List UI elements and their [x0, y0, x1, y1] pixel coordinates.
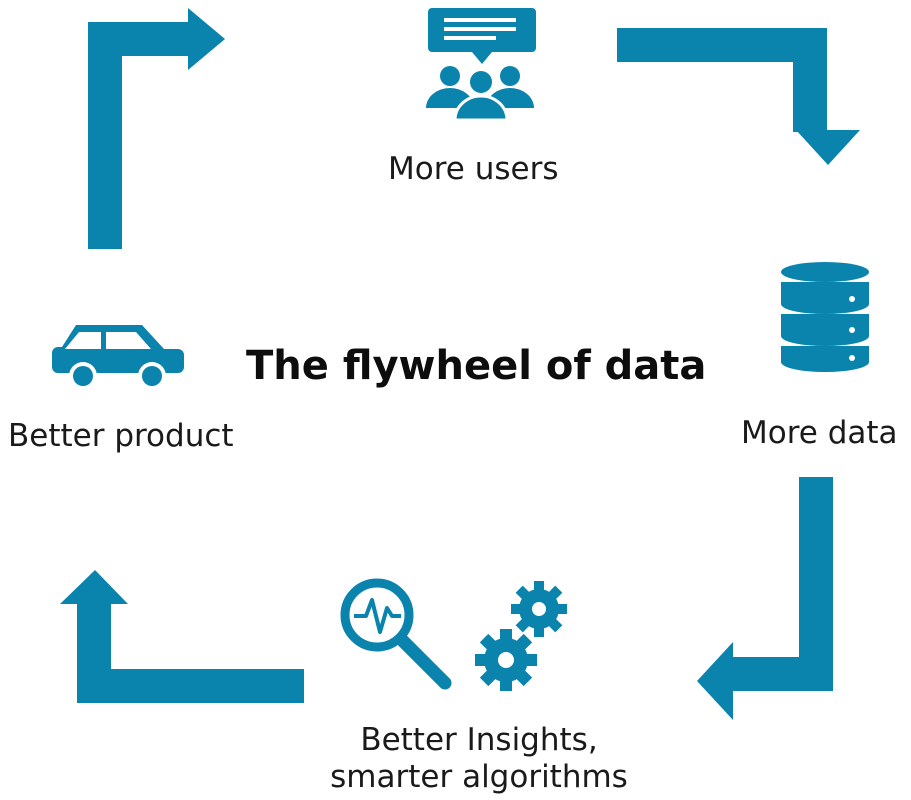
analytics-gears-icon: [340, 578, 567, 691]
arrow-data-to-insights: [697, 477, 833, 720]
node-label-better-product: Better product: [8, 418, 234, 454]
diagram-title: The flywheel of data: [246, 343, 707, 389]
insights-label-line2: smarter algorithms: [330, 759, 628, 796]
audience-chat-icon: [426, 8, 536, 122]
arrow-product-to-users: [88, 8, 225, 249]
arrow-users-to-data: [617, 28, 860, 165]
car-icon: [52, 325, 184, 390]
arrow-insights-to-product: [60, 570, 304, 703]
node-label-better-insights: Better Insights, smarter algorithms: [250, 722, 708, 796]
node-label-more-users: More users: [388, 151, 559, 187]
database-icon: [781, 262, 869, 372]
insights-label-line1: Better Insights,: [360, 722, 598, 758]
node-label-more-data: More data: [741, 415, 898, 451]
